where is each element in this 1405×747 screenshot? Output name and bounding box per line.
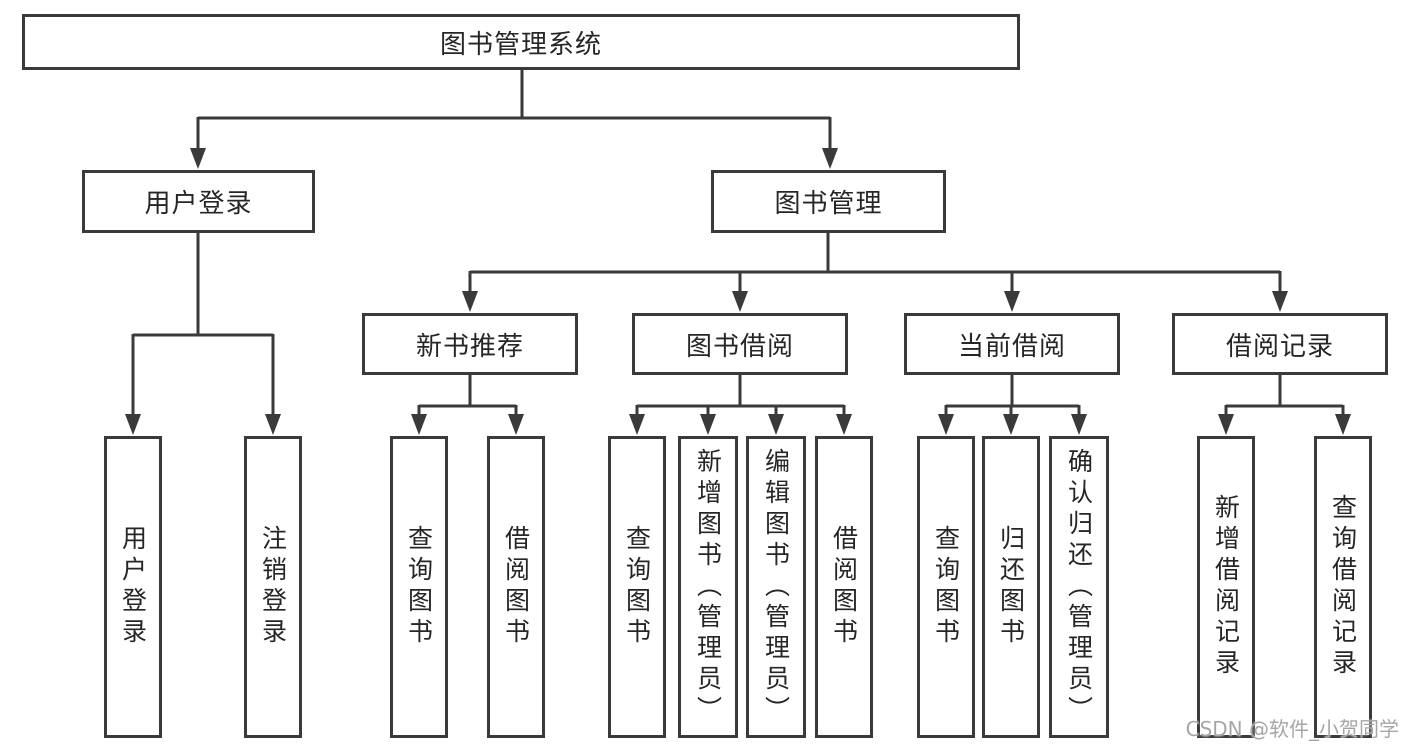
leaf-borrow-books: 借阅图书: [815, 436, 873, 738]
leaf-query-books-borrowing-label: 查询图书: [622, 525, 652, 649]
leaf-query-books-recommend: 查询图书: [390, 436, 448, 738]
csdn-watermark: CSDN @软件_小贺同学: [1185, 717, 1399, 741]
leaf-query-borrow-record-label: 查询借阅记录: [1328, 494, 1358, 680]
leaf-edit-book-admin-label: 编辑图书（管理员）: [761, 447, 791, 727]
leaf-confirm-return-admin-label: 确认归还（管理员）: [1064, 447, 1094, 727]
node-new-book-recommendation: 新书推荐: [362, 313, 578, 375]
leaf-add-borrow-record-label: 新增借阅记录: [1211, 494, 1241, 680]
leaf-query-books-borrowing: 查询图书: [608, 436, 666, 738]
node-system-root: 图书管理系统: [22, 14, 1020, 70]
leaf-edit-book-admin: 编辑图书（管理员）: [746, 436, 806, 738]
node-user-login: 用户登录: [82, 170, 315, 233]
leaf-query-books-recommend-label: 查询图书: [404, 525, 434, 649]
leaf-add-book-admin-label: 新增图书（管理员）: [693, 447, 723, 727]
leaf-query-borrow-record: 查询借阅记录: [1314, 436, 1372, 738]
leaf-return-books-label: 归还图书: [996, 525, 1026, 649]
leaf-logout: 注销登录: [244, 436, 302, 738]
leaf-query-books-current: 查询图书: [917, 436, 975, 738]
leaf-query-books-current-label: 查询图书: [931, 525, 961, 649]
node-current-borrowing: 当前借阅: [904, 313, 1120, 375]
leaf-return-books: 归还图书: [982, 436, 1040, 738]
leaf-add-book-admin: 新增图书（管理员）: [678, 436, 738, 738]
node-borrowing-records: 借阅记录: [1172, 313, 1388, 375]
leaf-user-login: 用户登录: [104, 436, 162, 738]
leaf-confirm-return-admin: 确认归还（管理员）: [1049, 436, 1109, 738]
node-book-borrowing: 图书借阅: [632, 313, 848, 375]
node-book-management: 图书管理: [711, 170, 946, 233]
leaf-borrow-books-label: 借阅图书: [829, 525, 859, 649]
leaf-user-login-label: 用户登录: [118, 525, 148, 649]
leaf-logout-label: 注销登录: [258, 525, 288, 649]
leaf-add-borrow-record: 新增借阅记录: [1197, 436, 1255, 738]
leaf-borrow-books-recommend-label: 借阅图书: [501, 525, 531, 649]
leaf-borrow-books-recommend: 借阅图书: [487, 436, 545, 738]
